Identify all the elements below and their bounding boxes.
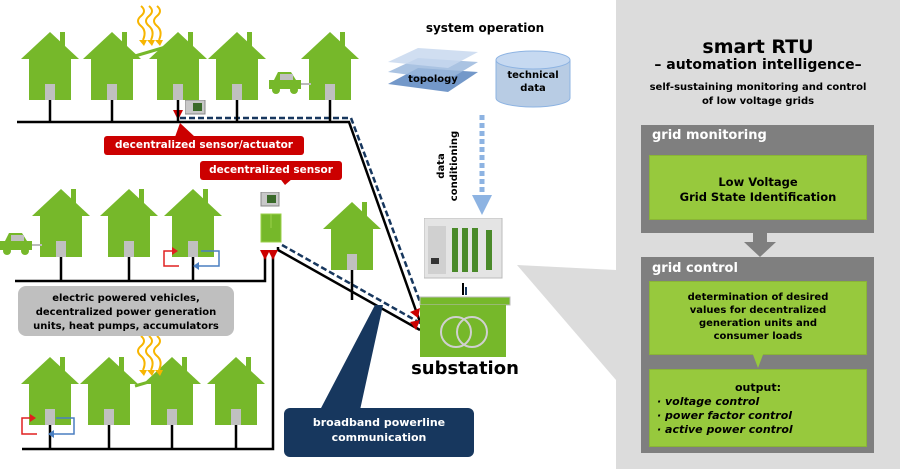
sensor-actuator-device-icon	[185, 100, 206, 115]
sensor-actuator-label: decentralized sensor/actuator	[104, 136, 304, 155]
house-icon	[143, 357, 201, 449]
electric-car-icon	[269, 72, 311, 94]
panel-description-line1: self-sustaining monitoring and control	[649, 82, 867, 93]
determination-line: determination of desired	[687, 292, 829, 303]
house-icon	[32, 189, 90, 281]
electric-car-icon	[0, 233, 42, 255]
broadband-powerline-label: broadband powerline communication	[284, 408, 474, 457]
sensor-arrow-icon	[410, 308, 420, 318]
output-box	[649, 369, 867, 447]
technical-data-database-icon	[495, 50, 571, 108]
house-icon	[164, 189, 222, 281]
decentralized-sensor-label: decentralized sensor	[200, 161, 342, 180]
house-icon	[301, 32, 359, 122]
substation-label: substation	[411, 358, 519, 379]
house-icon	[208, 32, 266, 122]
house-icon	[80, 357, 138, 449]
data-conditioning-arrow	[472, 115, 492, 215]
feeder-line-bottom	[22, 250, 275, 451]
heat-pump-loop-icon	[21, 414, 75, 438]
topology-layers-icon	[388, 48, 478, 92]
grid-state-line2: Grid State Identification	[679, 190, 837, 204]
heat-pump-loop-icon	[163, 247, 220, 270]
grid-monitoring-header: grid monitoring	[652, 128, 767, 143]
panel-title: smart RTU	[702, 36, 814, 58]
house-icon	[100, 189, 158, 281]
devices-label: electric powered vehicles, decentralized…	[18, 286, 234, 336]
sun-radiation-icon	[134, 5, 170, 58]
sensor-arrow-icon	[410, 320, 420, 330]
output-item: · power factor control	[657, 409, 793, 422]
output-item: · active power control	[657, 423, 793, 436]
sensor-arrow-icon	[268, 250, 278, 260]
determination-line: consumer loads	[713, 331, 803, 342]
rtu-connector-icon	[462, 283, 467, 295]
panel-description-line2: of low voltage grids	[701, 96, 815, 107]
topology-label: topology	[408, 74, 458, 85]
grid-state-identification-box	[649, 155, 867, 220]
system-operation-title: system operation	[425, 21, 545, 35]
output-list: · voltage control · power factor control…	[657, 395, 793, 437]
house-icon	[207, 357, 265, 449]
technical-data-line1: technical	[507, 70, 559, 81]
determination-to-output-arrow	[752, 352, 764, 368]
house-icon	[149, 32, 207, 122]
grid-control-header: grid control	[652, 261, 738, 276]
house-icon	[83, 32, 141, 122]
decentralized-sensor-device-icon	[260, 192, 282, 243]
house-icon	[323, 202, 381, 300]
panel-subtitle: – automation intelligence–	[654, 57, 862, 73]
determination-box	[649, 281, 867, 355]
output-item: · voltage control	[657, 395, 760, 408]
substation-transformer-icon	[419, 296, 511, 357]
determination-line: values for decentralized	[689, 305, 827, 316]
grid-state-line1: Low Voltage	[718, 175, 798, 189]
sensor-arrow-icon	[260, 250, 270, 260]
sun-radiation-icon	[134, 335, 170, 388]
output-title: output:	[734, 381, 781, 394]
monitoring-to-control-arrow	[744, 233, 776, 257]
smart-rtu-device-icon	[424, 218, 503, 279]
technical-data-line2: data	[520, 83, 546, 94]
house-icon	[21, 32, 79, 122]
determination-line: generation units and	[698, 318, 818, 329]
